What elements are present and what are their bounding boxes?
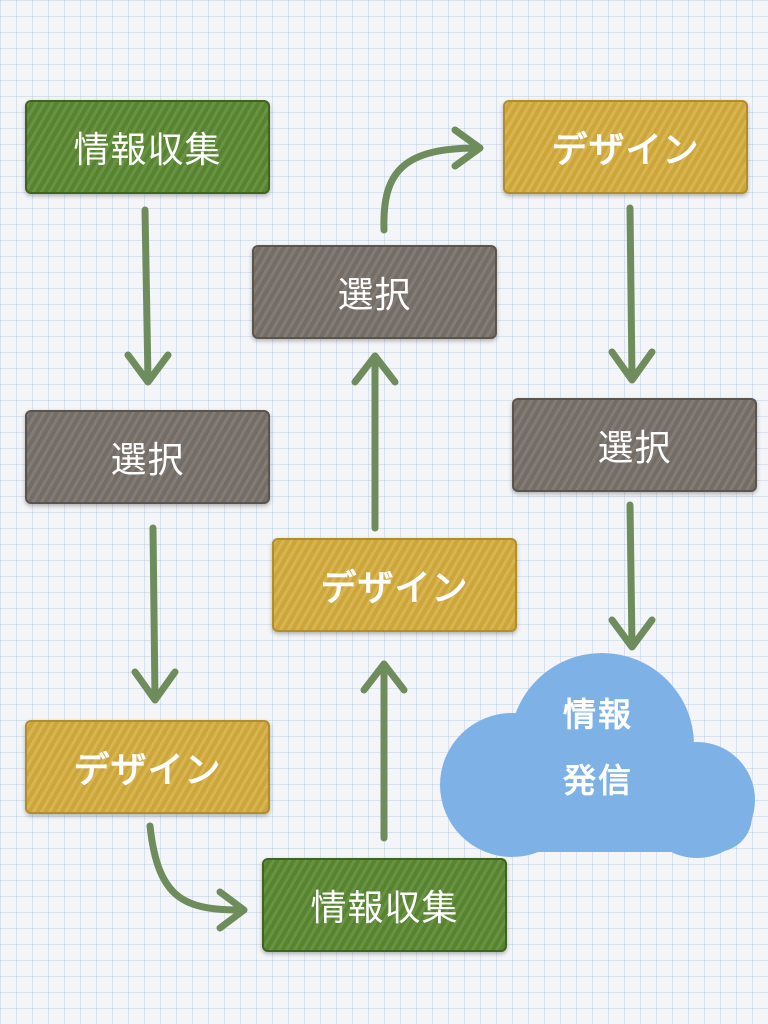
node-select-2: 選択	[252, 245, 497, 339]
arrow-design2-to-select2	[351, 352, 399, 532]
arrow-select3-to-publish	[608, 501, 656, 651]
node-design-2: デザイン	[272, 538, 517, 632]
node-design-1: デザイン	[25, 720, 270, 814]
node-label: デザイン	[320, 568, 469, 609]
node-gather-2: 情報収集	[262, 858, 507, 952]
node-label: 選択	[110, 440, 185, 481]
node-label: 情報収集	[73, 130, 222, 171]
node-label: 選択	[337, 275, 412, 316]
cloud-shape	[440, 653, 755, 858]
arrow-design3-to-select3	[608, 204, 656, 384]
arrow-select2-to-design3	[380, 126, 484, 234]
node-select-1: 選択	[25, 410, 270, 504]
publish-line-2: 発信	[563, 761, 633, 800]
node-select-3: 選択	[512, 398, 757, 492]
node-label: 選択	[597, 428, 672, 469]
node-label: デザイン	[73, 750, 222, 791]
node-design-3: デザイン	[503, 100, 748, 194]
node-gather-1: 情報収集	[25, 100, 270, 194]
publish-line-1: 情報	[563, 695, 633, 734]
arrow-gather1-to-select1	[124, 206, 172, 386]
node-publish: 情報 発信	[540, 682, 656, 814]
arrow-gather2-to-design2	[360, 660, 408, 842]
node-label: 情報収集	[310, 888, 459, 929]
arrow-select1-to-design1	[131, 524, 179, 704]
node-label: デザイン	[551, 130, 700, 171]
arrow-design1-to-gather2	[146, 822, 248, 932]
